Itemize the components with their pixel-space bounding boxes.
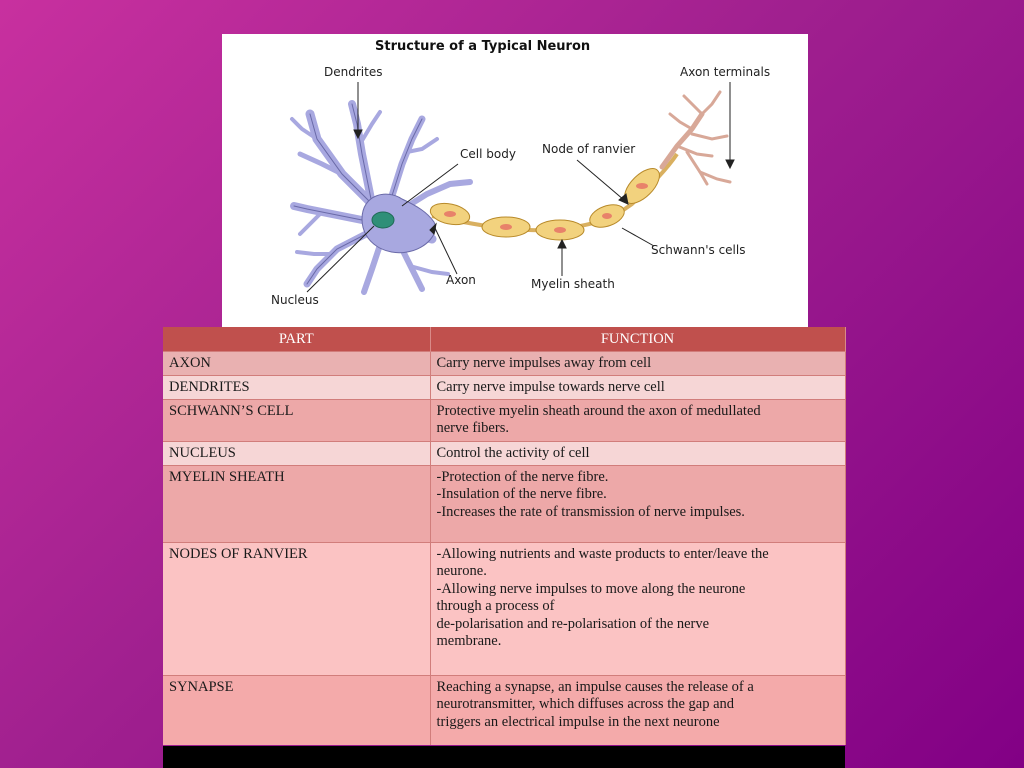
label-myelin-sheath: Myelin sheath [531, 277, 615, 291]
function-line: Control the activity of cell [436, 445, 590, 461]
function-line: -Protection of the nerve fibre. [436, 469, 609, 485]
function-line: -Allowing nutrients and waste products t… [436, 546, 769, 562]
axon-terminals-shape [659, 90, 732, 186]
table-row: NODES OF RANVIER -Allowing nutrients and… [163, 542, 846, 676]
diagram-title: Structure of a Typical Neuron [375, 39, 590, 54]
label-nucleus: Nucleus [271, 293, 319, 307]
table-row: MYELIN SHEATH -Protection of the nerve f… [163, 465, 846, 543]
label-axon-terminals: Axon terminals [680, 65, 770, 79]
function-cell: Carry nerve impulse towards nerve cell [430, 375, 846, 400]
label-cell-body: Cell body [460, 147, 516, 161]
table-body: AXON Carry nerve impulses away from cell… [163, 351, 846, 745]
function-cell: Carry nerve impulses away from cell [430, 351, 846, 376]
function-table: PART FUNCTION AXON Carry nerve impulses … [163, 327, 846, 745]
function-line: neurone. [436, 563, 487, 580]
header-function: FUNCTION [430, 327, 846, 352]
function-line: neurotransmitter, which diffuses across … [436, 696, 735, 713]
table-header-row: PART FUNCTION [163, 327, 846, 352]
table-row: DENDRITES Carry nerve impulse towards ne… [163, 375, 846, 400]
part-cell: NUCLEUS [163, 441, 431, 466]
part-cell: NODES OF RANVIER [163, 542, 431, 676]
part-cell: DENDRITES [163, 375, 431, 400]
part-cell: SCHWANN’S CELL [163, 399, 431, 442]
neuron-diagram: Structure of a Typical Neuron [222, 34, 808, 327]
nucleus-shape [371, 211, 395, 229]
function-line: -Insulation of the nerve fibre. [436, 486, 607, 503]
label-node-of-ranvier: Node of ranvier [542, 142, 635, 156]
table-row: NUCLEUS Control the activity of cell [163, 441, 846, 466]
part-cell: SYNAPSE [163, 675, 431, 745]
function-cell: -Allowing nutrients and waste products t… [430, 542, 846, 676]
label-schwanns-cells: Schwann's cells [651, 243, 745, 257]
function-line: -Increases the rate of transmission of n… [436, 503, 745, 520]
function-line: nerve fibers. [436, 420, 509, 437]
function-line: membrane. [436, 633, 502, 650]
table-row: SYNAPSE Reaching a synapse, an impulse c… [163, 675, 846, 745]
leader-lines [306, 82, 735, 293]
function-cell: Reaching a synapse, an impulse causes th… [430, 675, 846, 745]
myelin-segments [429, 168, 660, 241]
neuron-diagram-svg: Structure of a Typical Neuron [271, 39, 770, 307]
part-cell: MYELIN SHEATH [163, 465, 431, 543]
function-line: de-polarisation and re-polarisation of t… [436, 615, 710, 632]
function-line: Carry nerve impulse towards nerve cell [436, 379, 665, 395]
function-cell: -Protection of the nerve fibre. -Insulat… [430, 465, 846, 543]
table-footer-bar [163, 746, 845, 768]
function-cell: Protective myelin sheath around the axon… [430, 399, 846, 442]
label-dendrites: Dendrites [324, 65, 382, 79]
function-line: through a process of [436, 598, 555, 615]
function-line: -Allowing nerve impulses to move along t… [436, 580, 746, 597]
schwann-nuclei [444, 183, 648, 233]
cell-body-shape [361, 193, 436, 254]
function-line: Reaching a synapse, an impulse causes th… [436, 679, 754, 695]
header-part: PART [163, 327, 431, 352]
table-row: SCHWANN’S CELL Protective myelin sheath … [163, 399, 846, 442]
function-line: Carry nerve impulses away from cell [436, 355, 652, 371]
part-cell: AXON [163, 351, 431, 376]
table-row: AXON Carry nerve impulses away from cell [163, 351, 846, 376]
function-line: Protective myelin sheath around the axon… [436, 403, 761, 419]
function-line: triggers an electrical impulse in the ne… [436, 713, 720, 730]
label-axon: Axon [446, 273, 476, 287]
dendrites-outline [293, 103, 423, 285]
function-cell: Control the activity of cell [430, 441, 846, 466]
